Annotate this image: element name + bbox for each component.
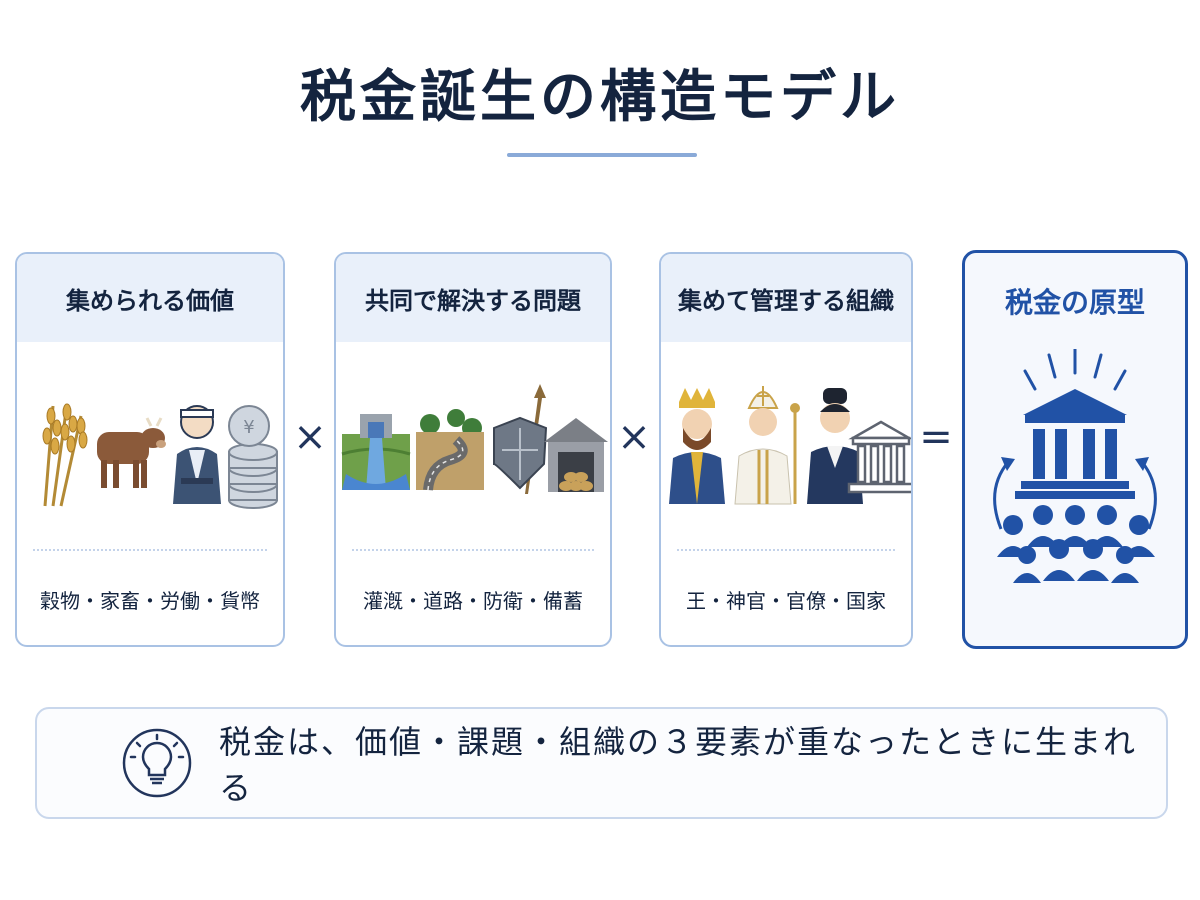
card-heading: 集めて管理する組織	[661, 254, 911, 342]
card-items: 灌漑・道路・防衛・備蓄	[363, 588, 583, 613]
page-title: 税金誕生の構造モデル	[300, 65, 900, 130]
summary-text: 税金は、価値・課題・組織の３要素が重なったときに生まれる	[219, 723, 1138, 807]
worker-icon	[173, 405, 221, 504]
svg-text:¥: ¥	[243, 417, 254, 438]
card-collected-value: 集められる価値	[15, 252, 285, 647]
granary-icon	[544, 418, 608, 492]
card-shared-problems: 共同で解決する問題	[334, 252, 612, 647]
result-heading: 税金の原型	[1004, 286, 1145, 319]
state-building-icon	[847, 420, 911, 494]
king-icon	[669, 388, 725, 504]
card-divider	[352, 549, 594, 551]
card-heading: 共同で解決する問題	[336, 254, 610, 342]
card-divider	[33, 549, 267, 551]
priest-icon	[734, 386, 800, 505]
radiating-lines	[1023, 349, 1127, 391]
coins-icon: ¥	[228, 405, 278, 509]
card-tax-prototype: 税金の原型	[962, 250, 1188, 649]
card-items: 王・神官・官僚・国家	[686, 588, 886, 613]
wheat-icon	[42, 403, 88, 507]
road-icon	[416, 409, 484, 491]
title-underline	[507, 153, 697, 157]
card-icons: ¥	[17, 374, 283, 514]
irrigation-icon	[341, 414, 411, 490]
card-managing-organization: 集めて管理する組織	[659, 252, 913, 647]
multiply-operator: ×	[617, 414, 651, 460]
card-icons	[336, 374, 610, 514]
shield-spear-icon	[493, 384, 548, 494]
government-building-icon	[1015, 389, 1135, 499]
equals-operator: =	[919, 414, 953, 460]
card-divider	[677, 549, 895, 551]
arrow-up-icon	[993, 460, 1157, 530]
card-icons	[661, 374, 911, 514]
card-items: 穀物・家畜・労働・貨幣	[40, 588, 260, 613]
people-group-icon	[997, 505, 1155, 583]
summary-box: 税金は、価値・課題・組織の３要素が重なったときに生まれる	[35, 707, 1168, 819]
lightbulb-icon	[122, 728, 192, 798]
result-illustration	[993, 349, 1157, 583]
multiply-operator: ×	[293, 414, 327, 460]
card-heading: 集められる価値	[17, 254, 283, 342]
cow-icon	[97, 417, 166, 488]
